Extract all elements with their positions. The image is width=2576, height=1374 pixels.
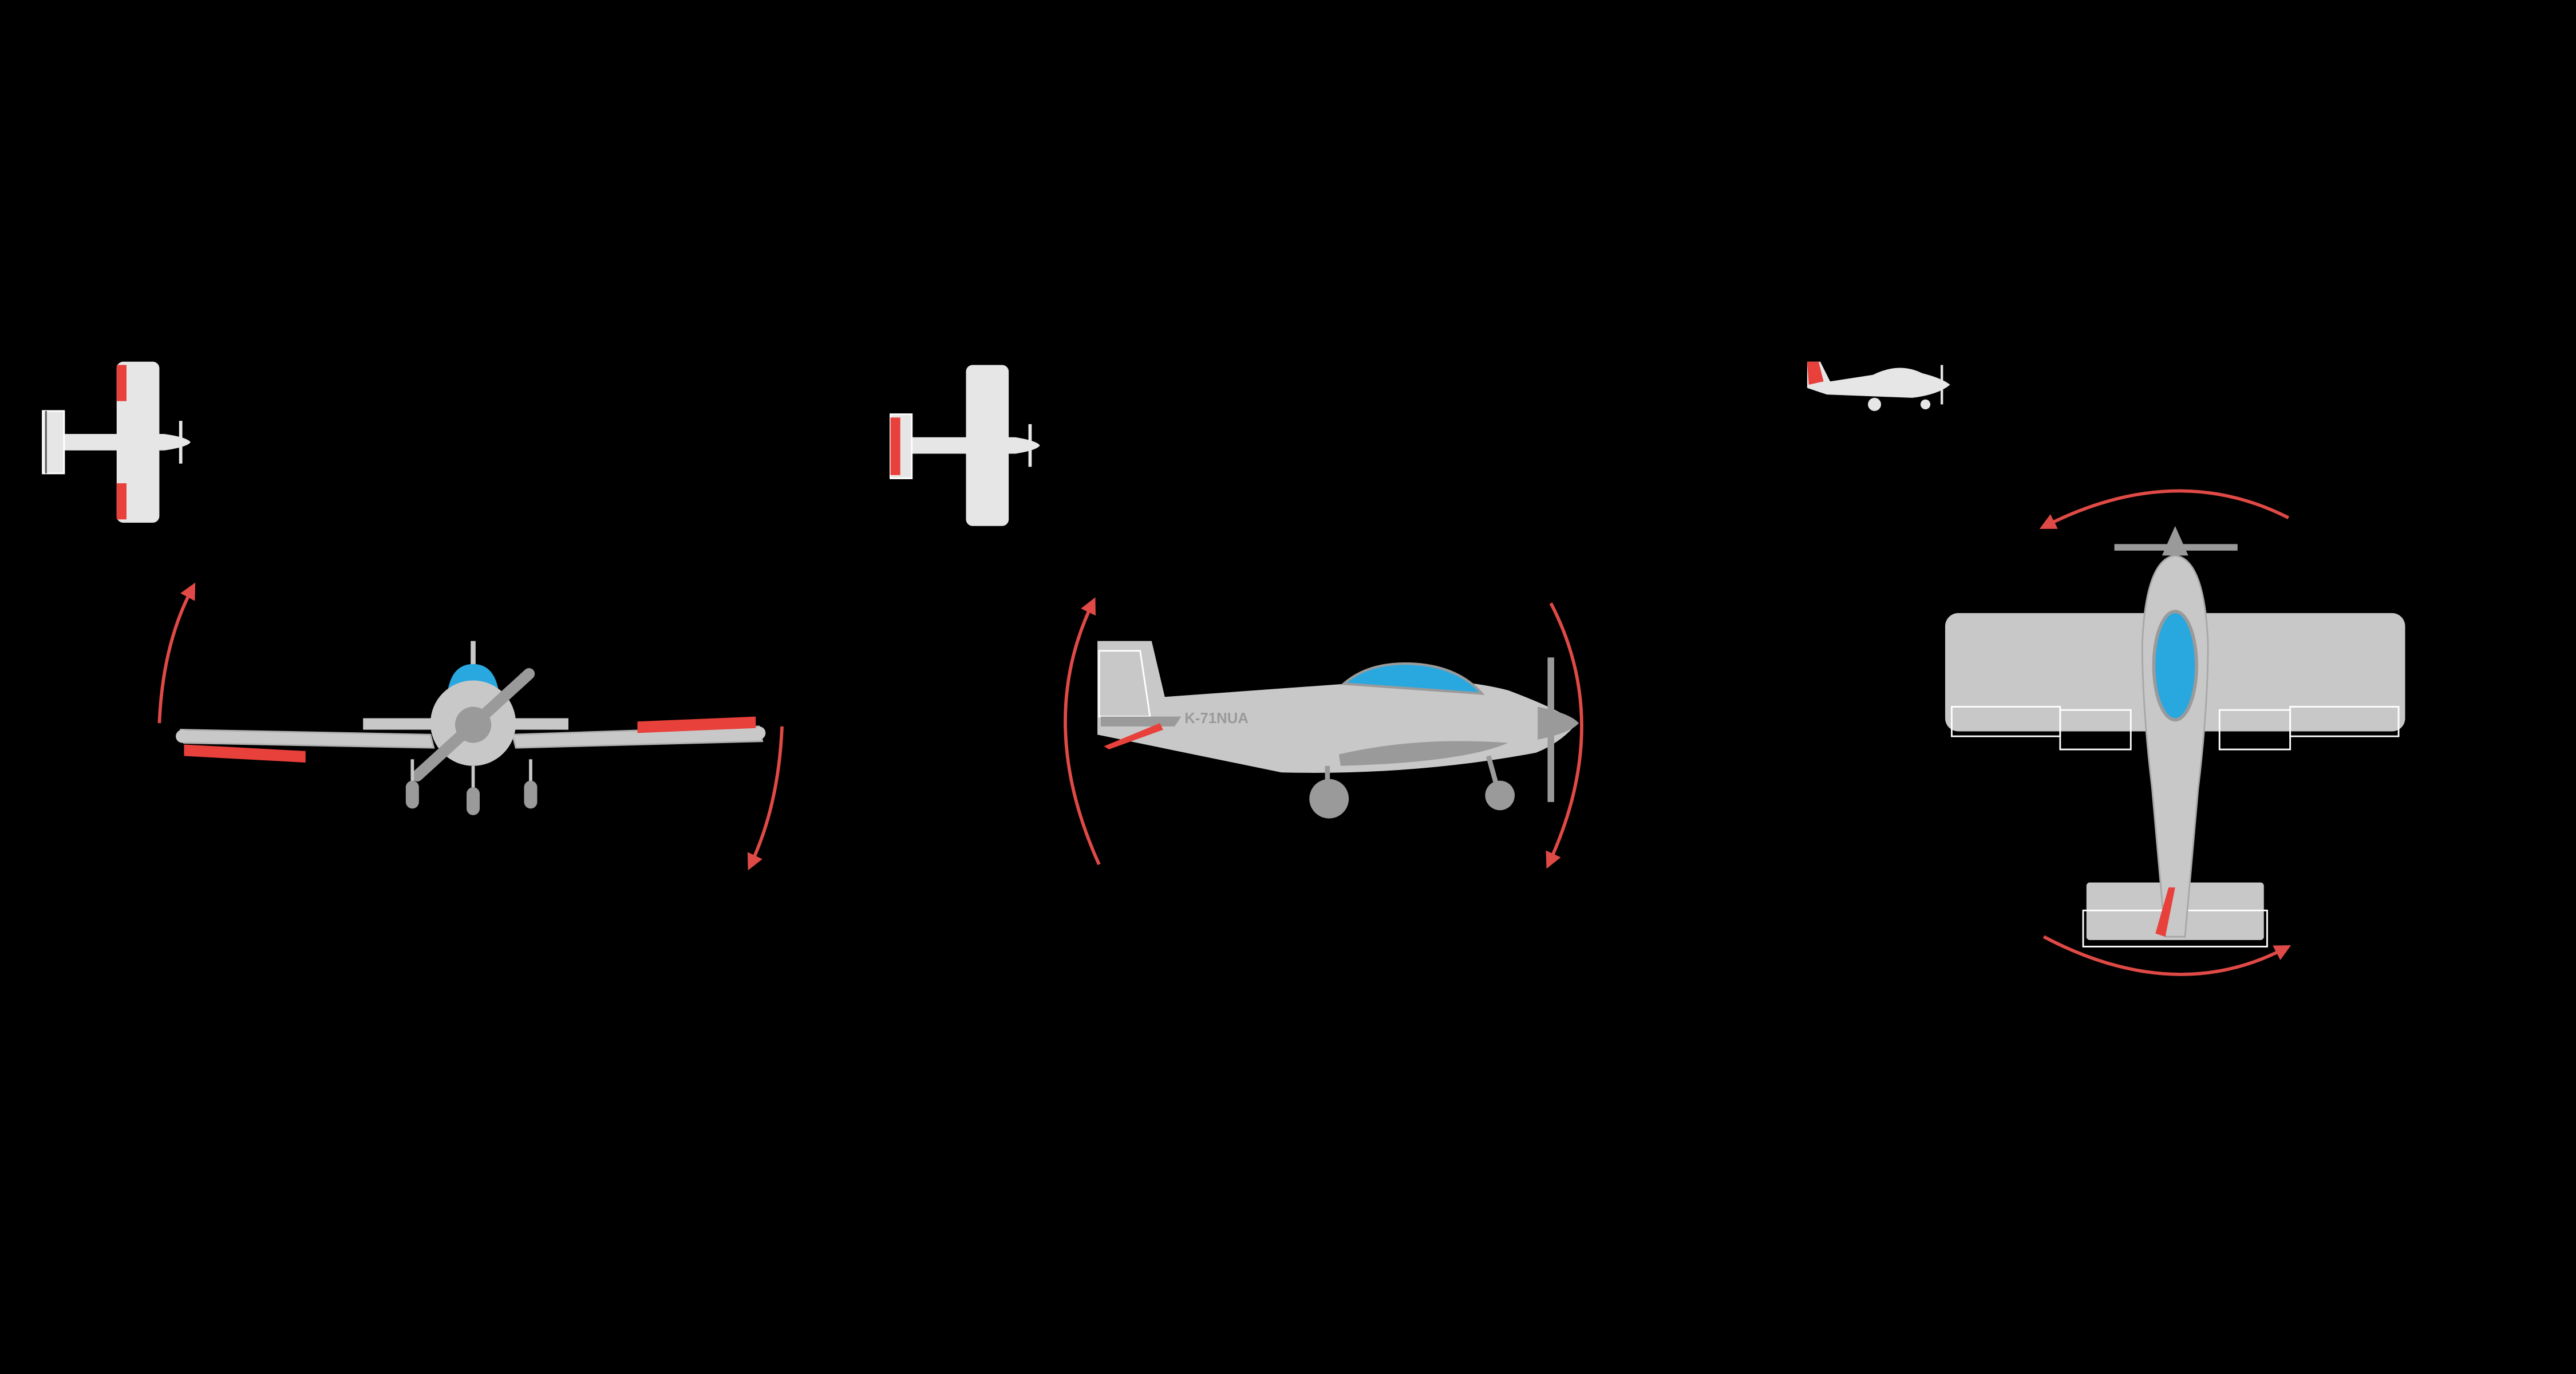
elevator: [1100, 716, 1182, 727]
roll-wingtip-left: [176, 729, 189, 743]
roll-arrow-right: [747, 726, 784, 871]
pitch-thumbnail-plane: [890, 365, 1040, 526]
canopy: [1341, 662, 1485, 695]
right-aileron: [637, 716, 756, 733]
propeller: [1547, 657, 1554, 802]
pitch-panel: K-71NUA: [890, 365, 1583, 869]
yaw-top-view-plane: [1945, 526, 2405, 947]
yaw-panel: [1807, 361, 2405, 976]
roll-wingtip-right: [752, 726, 766, 740]
roll-front-view-plane: [176, 641, 766, 815]
roll-arrow-left: [157, 582, 196, 724]
yaw-arrow-bottom: [2042, 935, 2291, 976]
pitch-arrow-right: [1546, 602, 1583, 869]
cockpit: [2152, 610, 2198, 722]
yaw-thumbnail-plane: [1807, 361, 1950, 411]
roll-thumbnail-plane: [42, 361, 191, 523]
pitch-side-view-plane: K-71NUA: [1097, 641, 1579, 819]
rudder: [2155, 887, 2175, 937]
left-aileron: [184, 744, 306, 763]
registration-label: K-71NUA: [1184, 710, 1249, 727]
yaw-arrow-top: [2039, 489, 2290, 529]
roll-panel: [42, 361, 784, 871]
pitch-arrow-left: [1064, 597, 1101, 866]
